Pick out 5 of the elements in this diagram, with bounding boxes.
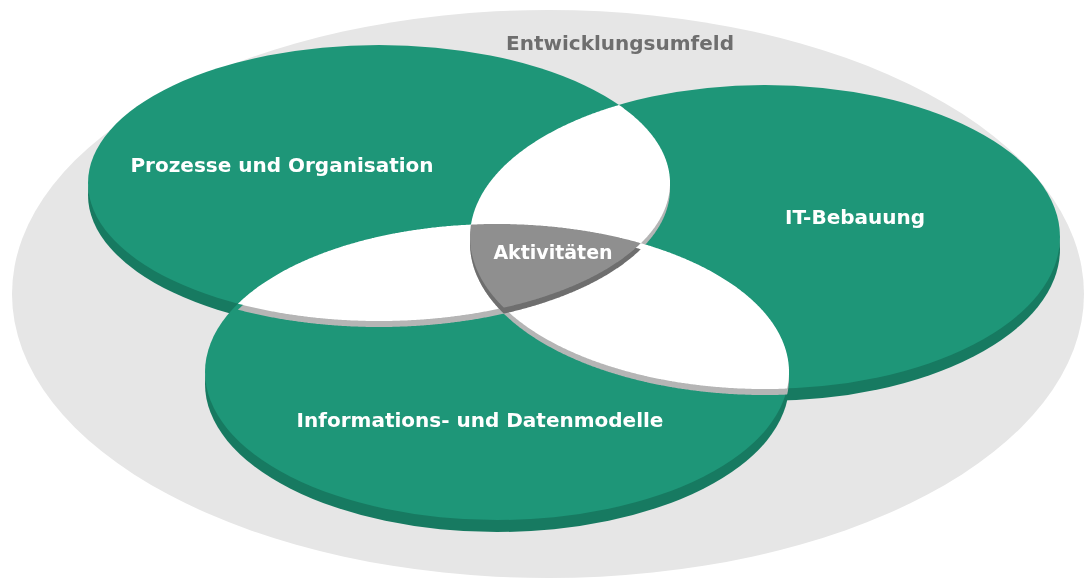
- domain-label: Prozesse und Organisation: [130, 153, 434, 177]
- area-title: Entwicklungsumfeld: [506, 31, 734, 55]
- domain-label: IT-Bebauung: [784, 205, 926, 229]
- intersection-label: Aktivitäten: [493, 241, 613, 263]
- domain-label: Informations- und Datenmodelle: [296, 408, 664, 432]
